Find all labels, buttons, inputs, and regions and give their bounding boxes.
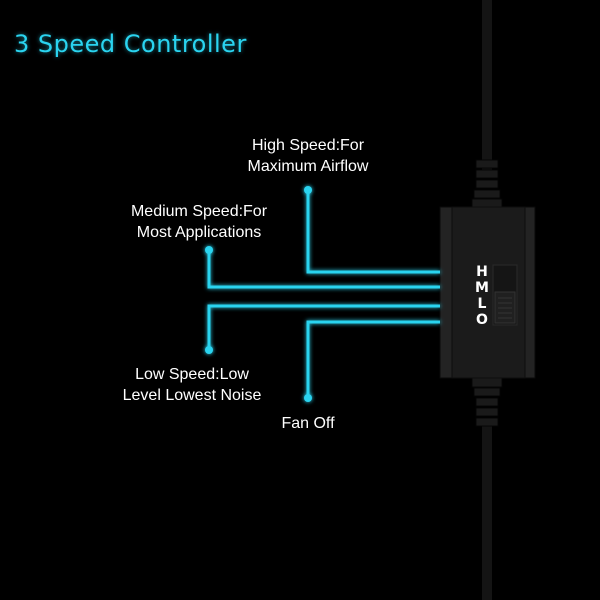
fan-off-label-line1: Fan Off [281, 415, 335, 432]
switch-letter-l: L [477, 296, 487, 312]
cable-bottom [482, 420, 492, 600]
high-leader-dot [304, 186, 312, 194]
switch-letter-m: M [475, 280, 489, 296]
low-speed-label-line1: Low Speed:Low [135, 366, 249, 383]
switch-position-letters: H M L O [472, 264, 492, 328]
off-leader-line [306, 320, 440, 398]
low-speed-label: Low Speed:Low Level Lowest Noise [112, 364, 272, 406]
low-leader-dot [205, 346, 213, 354]
high-speed-label-line2: Maximum Airflow [247, 158, 369, 175]
medium-speed-label-line2: Most Applications [136, 224, 262, 241]
high-speed-label-line1: High Speed:For [251, 137, 365, 154]
off-leader-dot [304, 394, 312, 402]
strain-relief-bottom [471, 377, 503, 427]
page-title: 3 Speed Controller [14, 30, 247, 58]
switch-letter-o: O [476, 312, 488, 328]
strain-relief-top [471, 159, 503, 209]
low-speed-label-line2: Level Lowest Noise [122, 387, 262, 404]
high-speed-label: High Speed:For Maximum Airflow [240, 135, 376, 177]
high-leader-line [306, 190, 440, 274]
speed-slider-knob[interactable] [494, 291, 516, 324]
medium-leader-dot [205, 246, 213, 254]
low-leader-line [207, 304, 440, 350]
switch-letter-h: H [476, 264, 488, 280]
fan-off-label: Fan Off [268, 413, 348, 434]
medium-speed-label: Medium Speed:For Most Applications [116, 201, 282, 243]
cable-top [482, 0, 492, 170]
medium-speed-label-line1: Medium Speed:For [130, 203, 268, 220]
medium-leader-line [207, 250, 440, 289]
